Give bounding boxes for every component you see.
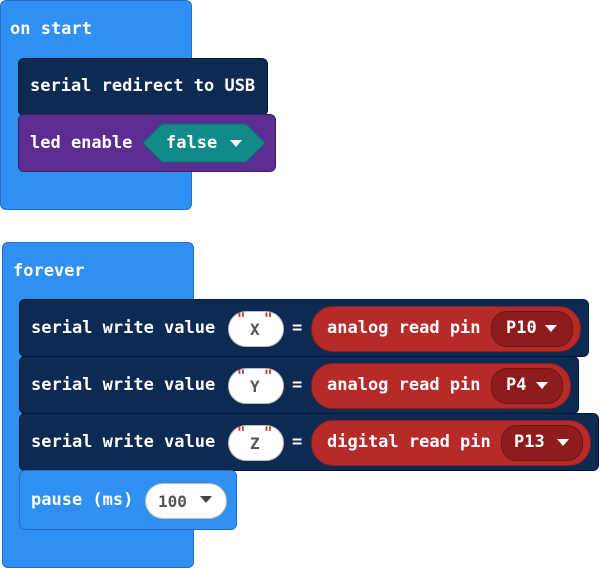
pin-dropdown-2[interactable]	[491, 368, 563, 404]
chevron-down-icon	[536, 382, 548, 389]
name-input-3[interactable]	[228, 425, 284, 461]
serial-write-label-2: serial write value	[31, 375, 216, 395]
pause-label: pause (ms)	[31, 490, 134, 510]
quote-icon: "	[264, 423, 273, 442]
chevron-down-icon	[230, 140, 242, 147]
chevron-down-icon	[200, 496, 212, 503]
read-pin-label-1: analog read pin	[327, 318, 481, 338]
on-start-label: on start	[10, 19, 92, 39]
pin-value-2: P4	[506, 375, 527, 395]
equals-label-1: =	[292, 318, 303, 338]
name-value-2: Y	[250, 377, 260, 396]
quote-icon: "	[237, 309, 246, 328]
pin-value-1: P10	[506, 318, 537, 338]
serial-redirect-label: serial redirect to USB	[30, 76, 256, 96]
led-value-dropdown[interactable]	[142, 123, 266, 163]
chevron-down-icon	[545, 325, 557, 332]
pause-value-dropdown[interactable]	[145, 483, 227, 519]
pause-value: 100	[158, 492, 187, 511]
pin-value-3: P13	[514, 432, 545, 452]
chevron-down-icon	[557, 439, 569, 446]
quote-icon: "	[264, 366, 273, 385]
serial-redirect-block[interactable]	[18, 58, 268, 116]
serial-write-label-3: serial write value	[31, 432, 216, 452]
name-input-2[interactable]	[228, 368, 284, 404]
read-pin-label-2: analog read pin	[327, 375, 481, 395]
led-enable-label: led enable	[30, 133, 133, 153]
forever-label: forever	[13, 261, 85, 281]
equals-label-2: =	[292, 375, 303, 395]
quote-icon: "	[237, 423, 246, 442]
serial-write-label-1: serial write value	[31, 318, 216, 338]
pin-dropdown-3[interactable]	[501, 425, 583, 461]
pin-dropdown-1[interactable]	[491, 311, 573, 347]
read-pin-label-3: digital read pin	[327, 432, 491, 452]
equals-label-3: =	[292, 432, 303, 452]
quote-icon: "	[237, 366, 246, 385]
led-value-label: false	[166, 133, 218, 153]
name-value-3: Z	[250, 434, 260, 453]
name-value-1: X	[250, 320, 260, 339]
quote-icon: "	[264, 309, 273, 328]
name-input-1[interactable]	[228, 311, 284, 347]
